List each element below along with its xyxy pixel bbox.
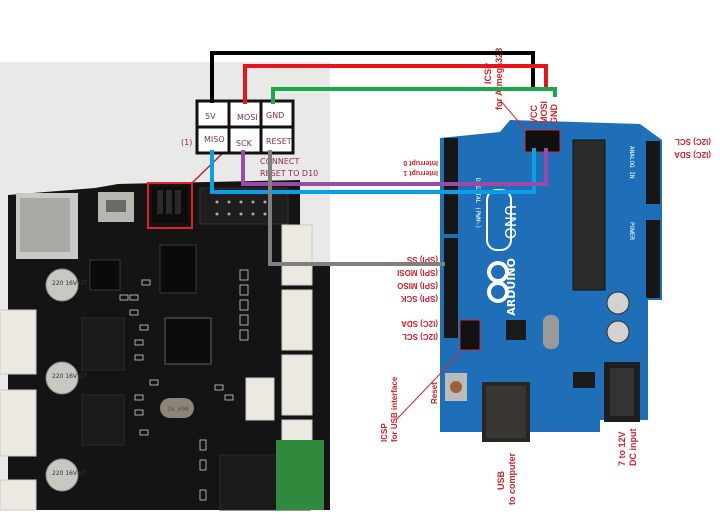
jst-connector [281, 354, 313, 416]
power-header [646, 220, 660, 298]
arduino-infinity-logo [487, 281, 509, 303]
jst-connector [0, 479, 37, 511]
dc-title: 7 to 12V [617, 431, 627, 466]
capacitor [606, 291, 630, 315]
wires [210, 51, 557, 266]
screw-terminal [276, 440, 324, 510]
ic-chip [89, 259, 121, 291]
pin1-marker: (1) [181, 138, 192, 147]
i2c-sda-right-label: (I2C) SDA [674, 150, 711, 159]
section-power-label: POWER [628, 222, 635, 240]
crystal [160, 398, 194, 418]
jumper-pin [157, 190, 163, 214]
reset-button[interactable] [450, 381, 462, 393]
atmega328-chip [572, 139, 606, 291]
interrupt-1-label: Interrupt 1 [403, 169, 438, 176]
pin-mosi-label: MOSI [237, 113, 258, 122]
spi-mosi-label: (SPI) MOSI [397, 268, 438, 277]
jumper-highlight-box [147, 182, 193, 229]
jst-connector [245, 377, 275, 421]
icsp-callout-arrow [499, 99, 525, 129]
voltage-regulator [573, 372, 595, 388]
jst-connector [281, 289, 313, 351]
reset-note-line1: CONNECT [260, 157, 299, 166]
jst-connector [0, 389, 37, 457]
wire-mosi [243, 64, 548, 104]
spi-sck-label: (SPI) SCK [400, 294, 438, 303]
arduino-brand-text: ARDUINO [505, 258, 518, 316]
wire-gnd [271, 87, 557, 104]
arduino-pcb [440, 120, 662, 432]
icsp-pin-gnd: GND [549, 104, 559, 125]
icsp-usb-title: ICSP [380, 423, 389, 442]
dc-jack-inner [610, 368, 634, 416]
capacitor: 220 16V UT [45, 458, 87, 492]
pin-5v-label: 5V [205, 112, 216, 121]
icsp-header [524, 129, 561, 153]
pin-sck-label: SCK [236, 139, 253, 148]
spi-miso-label: (SPI) MISO [397, 281, 438, 290]
ic-chip [159, 244, 197, 294]
arduino-uno-board: UNO ARDUINO DIGITAL (PWM~) ANALOG IN POW… [440, 120, 662, 442]
spi-ss-label: (SPI) SS [406, 255, 438, 264]
wire-sck [241, 148, 548, 186]
interrupt-0-label: Interrupt 0 [403, 159, 438, 166]
wire-miso [210, 148, 536, 194]
pin-miso-label: MISO [204, 135, 225, 144]
pin-reset-label: RESET [266, 137, 292, 146]
analog-header [646, 141, 660, 204]
wire-reset-to-d10 [268, 150, 445, 266]
usb-b-jack-inner [486, 386, 526, 438]
capacitor-label: 220 16V UT [52, 280, 87, 287]
section-analog-label: ANALOG IN [628, 146, 635, 179]
i2c-sda-left-label: (I2C) SDA [401, 319, 438, 328]
jumper-pin [175, 190, 181, 214]
usb-title: USB [496, 470, 506, 490]
i2c-scl-left-label: (I2C) SCL [402, 332, 438, 341]
icsp-subtitle: for Atmega328 [494, 48, 504, 110]
wire-5v-to-vcc [210, 51, 535, 103]
section-digital-label: DIGITAL (PWM~) [474, 178, 481, 229]
jst-connector [0, 309, 37, 375]
sd-card-slot-inner [20, 198, 70, 252]
jst-connector [281, 224, 313, 286]
uno-logo-text: UNO [501, 205, 519, 239]
smd-components [119, 269, 249, 501]
i2c-scl-right-label: (I2C) SCL [675, 137, 711, 146]
usb-interface-chip [506, 320, 526, 340]
capacitor: 220 16V UT [45, 361, 87, 395]
jumper-pin [166, 190, 172, 214]
dc-subtitle: DC input [628, 429, 638, 467]
arduino-annotations: ICSP for Atmega328 VCC MOSI GND Interrup… [380, 48, 711, 505]
capacitor-label: 220 16V UT [52, 373, 87, 380]
digital-header-lower [444, 238, 458, 338]
icsp-usb-callout-arrow [395, 352, 461, 421]
reset-button-label: Reset [430, 382, 439, 404]
icsp-usb-subtitle: for USB interface [390, 376, 399, 442]
usb-icsp-header [459, 319, 481, 351]
mini-usb-port-inner [106, 200, 126, 212]
capacitor-label: 220 16V UT [52, 470, 87, 477]
crystal-label: 16.000 [167, 406, 189, 413]
crystal [543, 315, 559, 349]
usb-subtitle: to computer [507, 453, 517, 505]
pin-gnd-label: GND [266, 111, 284, 120]
microcontroller-chip [164, 317, 212, 365]
capacitor [606, 320, 630, 344]
icsp-title: ICSP [483, 63, 493, 84]
reset-note-line2: RESET TO D10 [260, 169, 318, 178]
exp-connector-pins [215, 200, 267, 216]
icsp-pin-mosi: MOSI [539, 101, 549, 124]
icsp-pin-vcc: VCC [529, 104, 539, 124]
capacitor: 220 16V UT [45, 268, 87, 302]
